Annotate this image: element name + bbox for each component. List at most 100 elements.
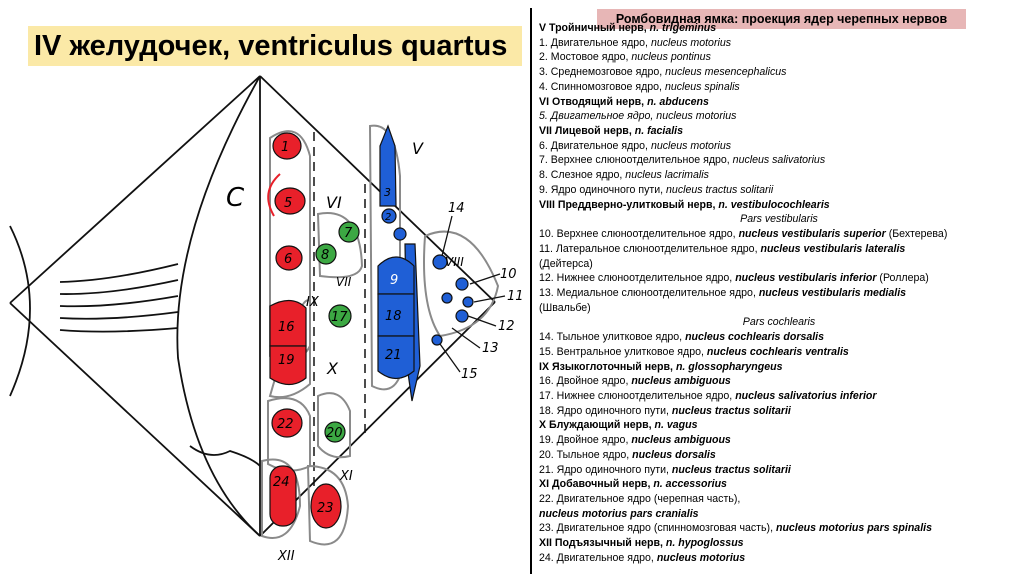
legend-text: nucleus cochlearis ventralis [706, 345, 849, 358]
nucleus-vest-1 [455, 277, 469, 291]
legend-text: VIII Преддверно-улитковый нерв, [539, 198, 719, 211]
nucleus-1 [272, 132, 302, 160]
legend-text: nucleus motorius [650, 139, 732, 152]
legend-text: 8. Слезное ядро, [539, 169, 626, 182]
nerve-label-ix: IX [306, 295, 320, 310]
legend-text: nucleus motorius pars cranialis [539, 507, 699, 520]
legend-text: nucleus vestibularis inferior [735, 272, 877, 285]
legend-text: nucleus cochlearis dorsalis [685, 331, 825, 344]
label-18: 18 [385, 309, 402, 324]
nucleus-14 [432, 254, 448, 270]
legend-row: 4. Спинномозговое ядро, nucleus spinalis [539, 80, 1019, 95]
legend-row: 10. Верхнее слюноотделительное ядро, nuc… [539, 227, 1019, 242]
nerve-label-x: X [326, 359, 339, 378]
legend-row: 14. Тыльное улитковое ядро, nucleus coch… [539, 330, 1019, 345]
nucleus-18 [377, 293, 415, 337]
legend-text: IX Языкоглоточный нерв, [539, 360, 676, 373]
legend-text: 17. Нижнее слюноотделительное ядро, [539, 389, 736, 402]
legend-row: 2. Мостовое ядро, nucleus pontinus [539, 50, 1019, 65]
label-9: 9 [390, 273, 398, 288]
legend-row: 8. Слезное ядро, nucleus lacrimalis [539, 168, 1019, 183]
legend-text: nucleus tractus solitarii [671, 404, 791, 417]
legend-row: 21. Ядро одиночного пути, nucleus tractu… [539, 463, 1019, 478]
legend-row: XII Подъязычный нерв, n. hypoglossus [539, 536, 1019, 551]
nucleus-8 [315, 243, 337, 265]
cerebellum-label: C [226, 183, 245, 213]
legend-text: nucleus vestibularis lateralis [760, 242, 906, 255]
legend-text: (Бехтерева) [885, 228, 948, 241]
legend-row: 20. Тыльное ядро, nucleus dorsalis [539, 448, 1019, 463]
legend-row: 15. Вентральное улитковое ядро, nucleus … [539, 345, 1019, 360]
nucleus-17 [328, 304, 352, 328]
label-22: 22 [277, 417, 294, 432]
legend-text: VI Отводящий нерв, [539, 95, 648, 108]
legend-text: nucleus vestibularis medialis [758, 286, 907, 299]
legend-text: nucleus motorius [656, 551, 746, 564]
nerve-label-vii: VII [336, 275, 352, 289]
legend-text: nucleus salivatorius [732, 154, 826, 167]
nucleus-vest-2 [441, 292, 453, 304]
label-14: 14 [448, 201, 465, 216]
label-21: 21 [385, 348, 402, 363]
label-7: 7 [344, 226, 353, 241]
legend-text: 18. Ядро одиночного пути, [539, 404, 672, 417]
nucleus-21 [377, 335, 415, 380]
legend-text: nucleus motorius pars spinalis [775, 522, 932, 535]
legend-row: VII Лицевой нерв, n. facialis [539, 124, 1019, 139]
nucleus-4 [393, 227, 407, 241]
legend-text: nucleus tractus solitarii [666, 183, 774, 196]
legend-row: 23. Двигательное ядро (спинномозговая ча… [539, 521, 1019, 536]
legend-row: 3. Среднемозговое ядро, nucleus mesencep… [539, 65, 1019, 80]
nucleus-19 [269, 345, 307, 386]
legend-row: IX Языкоглоточный нерв, n. glossopharyng… [539, 360, 1019, 375]
legend-text: n. facialis [634, 125, 684, 138]
label-13: 13 [482, 341, 499, 356]
label-12: 12 [498, 319, 515, 334]
legend-text: 1. Двигательное ядро, [539, 36, 651, 49]
legend-text: XII Подъязычный нерв, [539, 537, 666, 550]
legend-text: n. glossopharyngeus [675, 360, 783, 373]
legend-text: nucleus ambiguous [631, 375, 731, 388]
label-3: 3 [384, 186, 391, 199]
legend-header: Ромбовидная ямка: проекция ядер черепных… [597, 9, 966, 29]
legend-row: 17. Нижнее слюноотделительное ядро, nucl… [539, 389, 1019, 404]
legend-row: 22. Двигательное ядро (черепная часть), [539, 492, 1019, 507]
label-10: 10 [500, 267, 517, 282]
legend-text: 6. Двигательное ядро, [539, 139, 651, 152]
legend-row: VI Отводящий нерв, n. abducens [539, 95, 1019, 110]
legend-text: Pars cochlearis [742, 316, 816, 329]
rhomboid-fossa-diagram: 1 5 6 7 8 16 19 17 20 22 24 23 3 2 9 18 … [0, 66, 530, 574]
legend-text: n. hypoglossus [665, 537, 744, 550]
legend-row: 1. Двигательное ядро, nucleus motorius [539, 36, 1019, 51]
nerve-label-viii: VIII [445, 255, 464, 269]
legend-text: 5. Двигательное ядро, nucleus motorius [539, 110, 737, 123]
panel-divider [530, 8, 532, 574]
legend-text: XI Добавочный нерв, [539, 478, 654, 491]
legend-row: 9. Ядро одиночного пути, nucleus tractus… [539, 183, 1019, 198]
legend-row: VIII Преддверно-улитковый нерв, n. vesti… [539, 198, 1019, 213]
label-16: 16 [278, 320, 295, 335]
legend-text: 23. Двигательное ядро (спинномозговая ча… [539, 522, 776, 535]
legend-text: n. abducens [647, 95, 709, 108]
legend-text: 19. Двойное ядро, [539, 434, 632, 447]
legend-row: V Тройничный нерв, n. trigeminus [539, 21, 1019, 36]
nerve-label-xi: XI [339, 469, 353, 484]
legend-text: 21. Ядро одиночного пути, [539, 463, 672, 476]
legend-text: 2. Мостовое ядро, [539, 51, 632, 64]
label-19: 19 [278, 353, 295, 368]
label-11: 11 [507, 289, 524, 304]
slide-title: IV желудочек, ventriculus quartus [28, 26, 522, 66]
legend-text: nucleus lacrimalis [625, 169, 709, 182]
legend-text: (Роллера) [876, 272, 929, 285]
nucleus-9 [377, 256, 415, 295]
legend-row: Pars vestibularis [539, 212, 1019, 227]
legend-text: 3. Среднемозговое ядро, [539, 66, 666, 79]
nucleus-vest-4 [455, 309, 469, 323]
label-15: 15 [461, 367, 478, 382]
nucleus-22 [271, 408, 303, 438]
nucleus-23 [310, 483, 342, 529]
legend-text: nucleus ambiguous [631, 434, 731, 447]
legend-text: nucleus vestibularis superior [738, 228, 886, 241]
legend-text: 22. Двигательное ядро (черепная часть), [539, 493, 741, 505]
